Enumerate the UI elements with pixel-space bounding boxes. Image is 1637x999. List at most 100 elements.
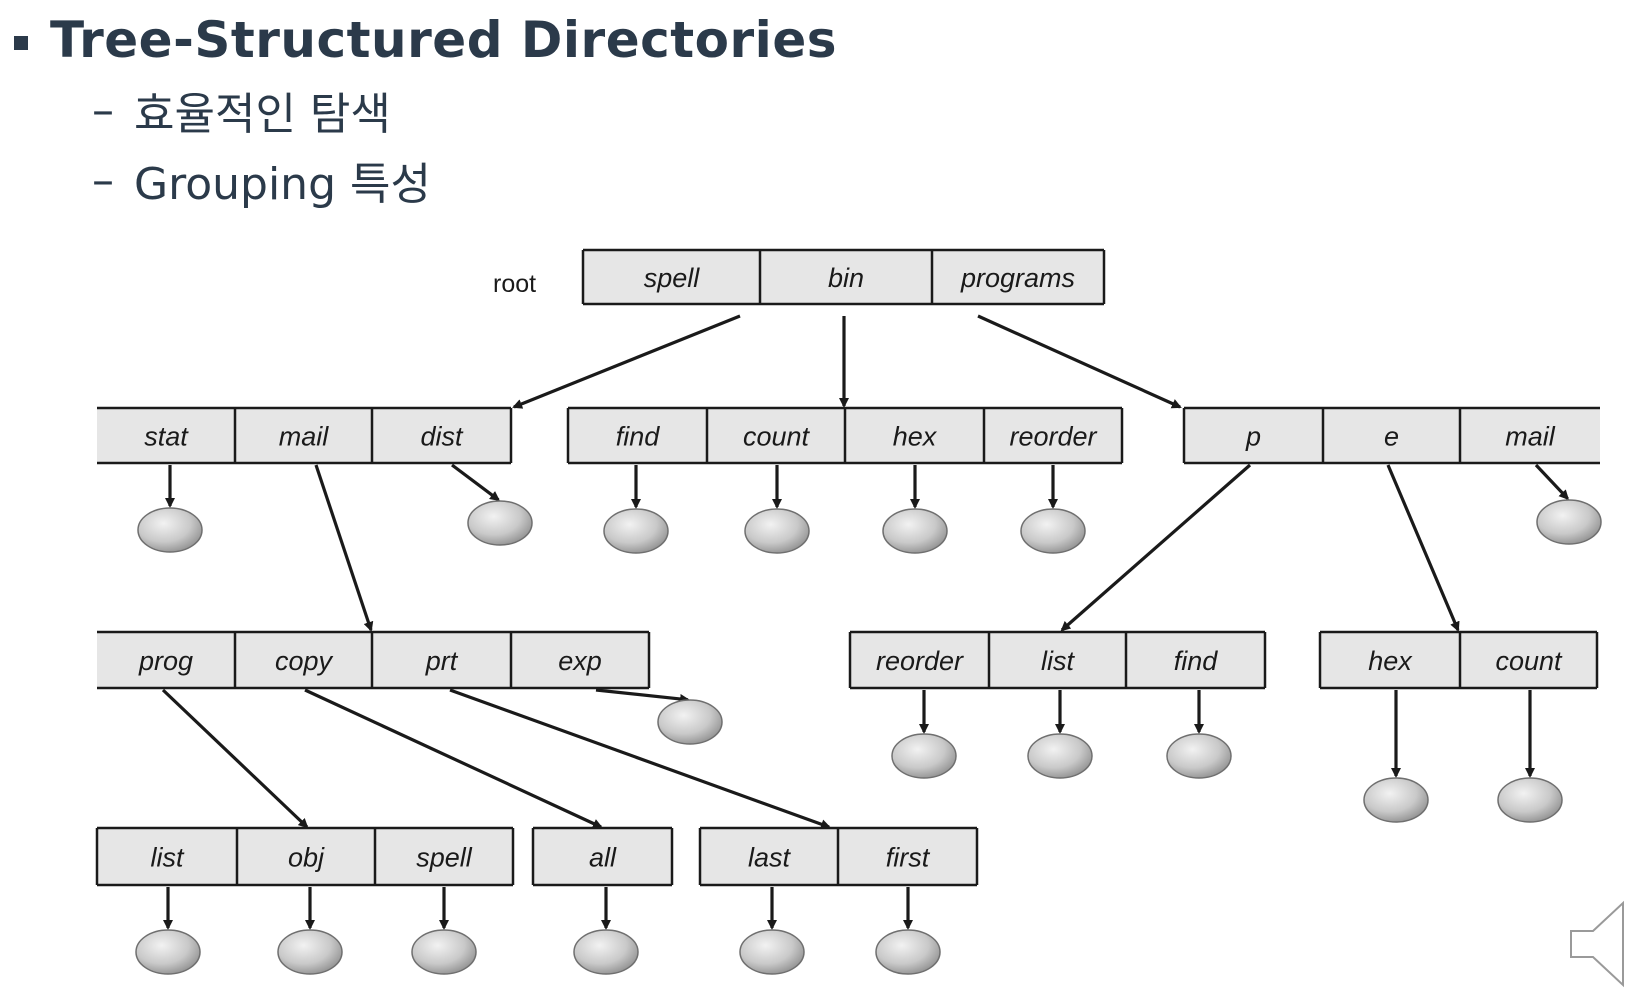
dir-group-fill bbox=[1184, 408, 1600, 463]
dir-group-fill bbox=[850, 632, 1265, 688]
slide-title-row: Tree-Structured Directories bbox=[14, 4, 837, 76]
dir-group-copy-dir: all bbox=[531, 826, 674, 887]
file-node bbox=[411, 887, 477, 975]
file-node bbox=[1027, 690, 1093, 779]
file-node bbox=[277, 887, 343, 975]
file-node bbox=[1166, 690, 1232, 779]
file-edge bbox=[1534, 463, 1569, 501]
dir-entry-label: exp bbox=[558, 646, 602, 676]
dir-entry-label: programs bbox=[960, 263, 1075, 293]
dir-group-bin-dir: find count hex reorder bbox=[566, 406, 1124, 465]
dir-group-fill bbox=[583, 250, 1104, 304]
file-ball-icon bbox=[1166, 733, 1232, 779]
file-edge bbox=[595, 688, 691, 704]
file-node bbox=[1497, 690, 1563, 823]
dir-entry-label: prog bbox=[138, 646, 193, 676]
file-ball-icon bbox=[1536, 499, 1602, 545]
directory-edge bbox=[512, 314, 741, 409]
dir-entry-label: dist bbox=[420, 422, 464, 452]
dir-entry-label: count bbox=[743, 422, 811, 452]
directory-edge bbox=[304, 688, 603, 829]
file-ball-icon bbox=[657, 699, 723, 745]
dir-entry-label: p bbox=[1245, 422, 1261, 452]
file-ball-icon bbox=[739, 929, 805, 975]
file-node bbox=[135, 887, 201, 975]
dir-entry-label: find bbox=[1174, 646, 1219, 676]
dir-entry-label: e bbox=[1384, 422, 1399, 452]
dir-entry-label: obj bbox=[288, 843, 325, 873]
dir-entry-label: hex bbox=[1368, 646, 1413, 676]
file-node bbox=[875, 887, 941, 975]
dir-group-p-dir: reorder list find bbox=[848, 630, 1267, 690]
dir-entry-label: mail bbox=[1505, 422, 1556, 452]
file-node bbox=[1534, 463, 1602, 545]
directory-edge bbox=[314, 464, 374, 632]
file-ball-icon bbox=[1020, 508, 1086, 554]
file-nodes bbox=[135, 463, 1602, 975]
file-ball-icon bbox=[744, 508, 810, 554]
file-node bbox=[595, 688, 723, 745]
dir-entry-label: spell bbox=[416, 843, 473, 873]
directory-edge bbox=[1386, 464, 1460, 632]
dir-entry-label: list bbox=[151, 843, 185, 873]
dir-entry-label: mail bbox=[279, 422, 330, 452]
file-node bbox=[739, 887, 805, 975]
dir-group-e-dir: hex count bbox=[1318, 630, 1599, 690]
dir-group-prog-dir: list obj spell bbox=[95, 826, 515, 887]
file-ball-icon bbox=[135, 929, 201, 975]
file-ball-icon bbox=[882, 508, 948, 554]
file-edge bbox=[451, 463, 500, 502]
file-node bbox=[891, 690, 957, 779]
file-ball-icon bbox=[467, 500, 533, 546]
dir-entry-label: reorder bbox=[1009, 422, 1097, 452]
bullet-text: Grouping 특성 bbox=[134, 159, 431, 210]
dir-group-spell-dir: stat mail dist bbox=[97, 406, 513, 465]
directory-edge bbox=[449, 688, 831, 829]
directory-edge bbox=[1060, 463, 1252, 632]
directory-edge bbox=[977, 314, 1182, 409]
dir-entry-label: stat bbox=[144, 422, 189, 452]
file-node bbox=[882, 465, 948, 554]
dir-entry-label: hex bbox=[893, 422, 938, 452]
dir-group-fill bbox=[1320, 632, 1597, 688]
file-node bbox=[137, 465, 203, 553]
file-ball-icon bbox=[1497, 777, 1563, 823]
file-ball-icon bbox=[277, 929, 343, 975]
file-node bbox=[603, 465, 669, 554]
dir-group-fill bbox=[533, 828, 672, 885]
speaker-icon[interactable] bbox=[1567, 899, 1629, 993]
file-ball-icon bbox=[891, 733, 957, 779]
dir-group-fill bbox=[97, 408, 511, 463]
file-ball-icon bbox=[573, 929, 639, 975]
file-ball-icon bbox=[137, 507, 203, 553]
dir-entry-label: reorder bbox=[876, 646, 964, 676]
dir-entry-label: spell bbox=[644, 263, 701, 293]
file-ball-icon bbox=[603, 508, 669, 554]
file-node bbox=[744, 465, 810, 554]
file-node bbox=[1020, 465, 1086, 554]
dir-entry-label: first bbox=[886, 843, 931, 873]
dash-marker: – bbox=[92, 84, 114, 136]
dir-entry-label: copy bbox=[275, 646, 334, 676]
file-node bbox=[451, 463, 533, 546]
dir-group-mail-dir: prog copy prt exp bbox=[97, 630, 651, 690]
dir-entry-label: find bbox=[616, 422, 661, 452]
dir-entry-label: count bbox=[1495, 646, 1563, 676]
dash-marker: – bbox=[92, 154, 114, 206]
dir-entry-label: prt bbox=[425, 646, 459, 676]
dir-group-programs-dir: p e mail bbox=[1182, 406, 1600, 465]
edges-layer bbox=[161, 314, 1460, 829]
root-label: root bbox=[493, 270, 536, 298]
file-ball-icon bbox=[1363, 777, 1429, 823]
dir-entry-label: list bbox=[1041, 646, 1075, 676]
file-node bbox=[1363, 690, 1429, 823]
slide-title: Tree-Structured Directories bbox=[50, 11, 837, 69]
square-bullet-icon bbox=[14, 36, 28, 50]
file-ball-icon bbox=[875, 929, 941, 975]
bullet-item: – Grouping 특성 bbox=[92, 150, 431, 211]
file-node bbox=[573, 887, 639, 975]
directory-edge bbox=[161, 688, 309, 829]
